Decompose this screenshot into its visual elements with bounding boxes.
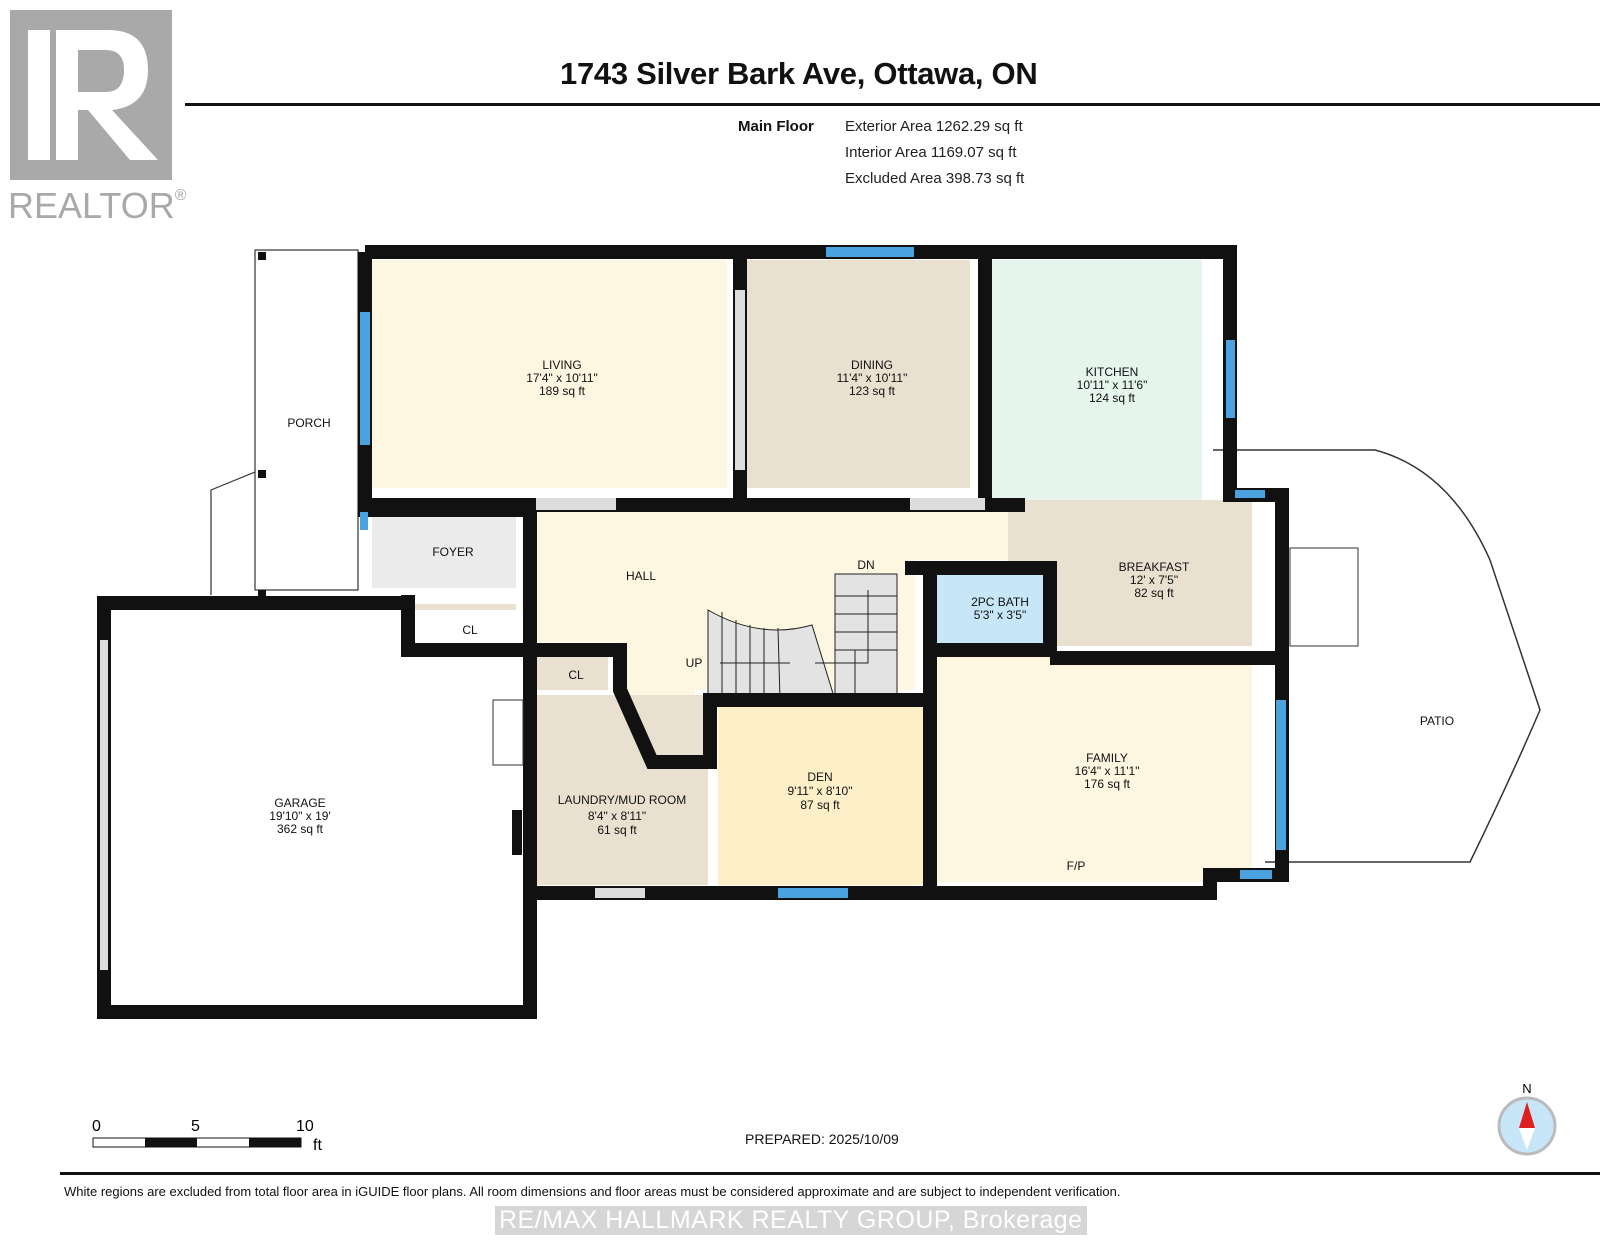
den-area: 87 sq ft [800, 798, 840, 812]
kitchen-area: 124 sq ft [1089, 391, 1136, 405]
living-area: 189 sq ft [539, 384, 586, 398]
garage-name: GARAGE [274, 796, 325, 810]
closet-label: CL [462, 623, 478, 637]
svg-text:N: N [1522, 1081, 1531, 1096]
svg-text:10: 10 [296, 1118, 314, 1135]
exterior-area: Exterior Area 1262.29 sq ft [845, 118, 1023, 135]
page-title: 1743 Silver Bark Ave, Ottawa, ON [560, 56, 1038, 91]
laundry-area: 61 sq ft [597, 823, 637, 837]
room-family [936, 656, 1252, 882]
patio-label: PATIO [1420, 714, 1454, 728]
garage-area: 362 sq ft [277, 822, 324, 836]
excluded-area: Excluded Area 398.73 sq ft [845, 170, 1025, 187]
kitchen-dims: 10'11" x 11'6" [1077, 378, 1148, 392]
svg-text:0: 0 [92, 1118, 101, 1135]
porch-label: PORCH [287, 416, 330, 430]
divider [60, 1172, 1600, 1175]
interior-area: Interior Area 1169.07 sq ft [845, 144, 1017, 161]
garage-dims: 19'10" x 19' [269, 809, 331, 823]
room-bath [935, 572, 1048, 644]
room-den [718, 705, 923, 885]
closet-label: CL [568, 668, 584, 682]
foyer-label: FOYER [432, 545, 474, 559]
floor-label: Main Floor [738, 118, 814, 135]
disclaimer: White regions are excluded from total fl… [64, 1184, 1121, 1199]
dining-dims: 11'4" x 10'11" [837, 371, 908, 385]
breakfast-area: 82 sq ft [1134, 586, 1174, 600]
svg-text:5: 5 [191, 1118, 200, 1135]
living-dims: 17'4" x 10'11" [526, 371, 598, 385]
staircase [707, 573, 898, 701]
room-living [372, 260, 727, 488]
breakfast-name: BREAKFAST [1119, 560, 1190, 574]
divider [185, 103, 1600, 106]
fireplace-label: F/P [1067, 859, 1086, 873]
stairs-up-label: UP [686, 656, 703, 670]
room-kitchen [980, 260, 1202, 500]
kitchen-name: KITCHEN [1086, 365, 1139, 379]
room-laundry [528, 695, 708, 885]
family-area: 176 sq ft [1084, 777, 1131, 791]
patio-outline [1213, 449, 1541, 863]
compass-icon: N [1497, 1081, 1557, 1156]
svg-text:ft: ft [313, 1137, 322, 1154]
room-dining [739, 260, 970, 488]
room-garage [105, 610, 525, 1010]
den-name: DEN [807, 770, 832, 784]
bath-name: 2PC BATH [971, 595, 1029, 609]
brokerage-watermark: RE/MAX HALLMARK REALTY GROUP, Brokerage [495, 1206, 1087, 1235]
realtor-wordmark: REALTOR® [8, 185, 187, 220]
family-name: FAMILY [1086, 751, 1128, 765]
dining-area: 123 sq ft [849, 384, 896, 398]
bath-dims: 5'3" x 3'5" [974, 608, 1026, 622]
den-dims: 9'11" x 8'10" [788, 784, 853, 798]
prepared-date: PREPARED: 2025/10/09 [745, 1131, 899, 1147]
living-name: LIVING [542, 358, 581, 372]
laundry-name: LAUNDRY/MUD ROOM [558, 793, 686, 807]
windows [360, 247, 1286, 898]
hall-label: HALL [626, 569, 656, 583]
realtor-logo: REALTOR® [8, 10, 187, 220]
family-dims: 16'4" x 11'1" [1075, 764, 1140, 778]
dining-name: DINING [851, 358, 893, 372]
scale-bar: 0 5 10 ft [92, 1118, 322, 1154]
laundry-dims: 8'4" x 8'11" [588, 809, 646, 823]
stairs-down-label: DN [857, 558, 874, 572]
breakfast-dims: 12' x 7'5" [1130, 573, 1178, 587]
